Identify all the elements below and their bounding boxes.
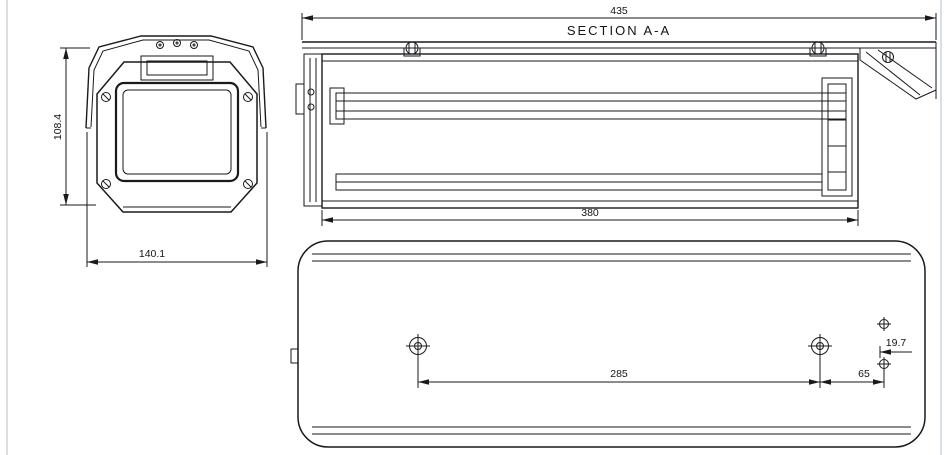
front-height-dimension: 108.4: [52, 47, 96, 206]
front-window-outer: [114, 81, 240, 183]
arrow-icon: [873, 379, 884, 385]
bracket-hatch: [877, 49, 933, 89]
housing-front-outline: [96, 61, 258, 213]
rear-bracket: [859, 42, 937, 100]
top-bolts: [403, 41, 827, 57]
bolt-icon: [307, 88, 315, 96]
arrow-icon: [87, 259, 98, 265]
screw-icon: [156, 41, 164, 49]
plan-outline: [297, 240, 926, 448]
top-handle-outer: [140, 55, 214, 81]
rail-body: [335, 92, 847, 120]
hinge-pin: [295, 83, 305, 115]
cavity-outline: [321, 53, 859, 209]
dimension-label: 108.4: [52, 114, 64, 140]
front-corner-screws: [101, 92, 253, 189]
section-view: 435 SECTION A-A: [295, 5, 937, 226]
section-inner-dimension: 380: [321, 207, 859, 226]
dimension-label: 435: [610, 5, 628, 17]
dimension-label: 285: [610, 368, 628, 380]
front-width-dimension: 140.1: [86, 132, 268, 267]
screw-icon: [173, 39, 181, 47]
left-connector-notch: [290, 348, 299, 364]
lower-rail: [335, 173, 823, 191]
arrow-icon: [809, 379, 820, 385]
left-hinge-bracket: [295, 53, 323, 207]
screw-icon: [101, 179, 111, 189]
screw-icon: [243, 179, 253, 189]
rear-plate: [821, 77, 853, 197]
shield-top-screws: [156, 39, 198, 49]
arrow-icon: [63, 48, 69, 59]
mounting-boss-right: [808, 334, 832, 358]
arrow-icon: [256, 259, 267, 265]
dimension-label: 19.7: [886, 337, 907, 349]
small-hole-top: [877, 317, 891, 331]
arrow-icon: [302, 15, 313, 21]
screw-dot: [158, 43, 162, 47]
hole-offset-dimension: 19.7: [879, 337, 912, 358]
screw-dot: [192, 43, 196, 47]
screw-slot: [102, 93, 110, 101]
bolt-icon: [882, 51, 894, 63]
hole-edge-dimension: 65: [820, 368, 885, 388]
front-window-inner: [122, 89, 232, 175]
screw-dot: [175, 41, 179, 45]
section-title: SECTION A-A: [567, 23, 671, 38]
plate-outer: [821, 77, 853, 197]
hole-spacing-dimension: 285: [417, 356, 821, 388]
arrow-icon: [418, 379, 429, 385]
screw-icon: [101, 92, 111, 102]
plate-inner: [827, 83, 847, 191]
plan-view: 285 65 19.7: [290, 240, 926, 448]
rail-end-cap: [329, 87, 345, 125]
small-hole-bottom: [877, 357, 891, 371]
section-overall-dimension: 435: [301, 5, 937, 40]
bolt-icon: [307, 103, 315, 111]
arrow-icon: [63, 194, 69, 205]
dimension-label: 140.1: [139, 248, 165, 260]
bracket-hatch: [865, 51, 921, 96]
bolt-seat: [809, 47, 827, 57]
screw-icon: [190, 41, 198, 49]
front-view: [85, 35, 267, 213]
hinge-body: [303, 53, 323, 207]
arrow-icon: [322, 217, 333, 223]
slide-rail: [329, 87, 847, 125]
arrow-icon: [820, 379, 831, 385]
sunshield-outline: [85, 35, 267, 129]
bolt-seat: [403, 47, 421, 57]
arrow-icon: [925, 15, 936, 21]
dimension-label: 65: [858, 368, 870, 380]
screw-slot: [102, 180, 110, 188]
bracket-outline: [859, 47, 937, 100]
screw-slot: [244, 180, 252, 188]
dimension-label: 380: [581, 207, 599, 219]
arrow-icon: [880, 349, 891, 355]
mounting-boss-left: [406, 334, 430, 358]
screw-slot: [244, 93, 252, 101]
arrow-icon: [847, 217, 858, 223]
top-handle-inner: [146, 60, 208, 76]
screw-icon: [243, 92, 253, 102]
